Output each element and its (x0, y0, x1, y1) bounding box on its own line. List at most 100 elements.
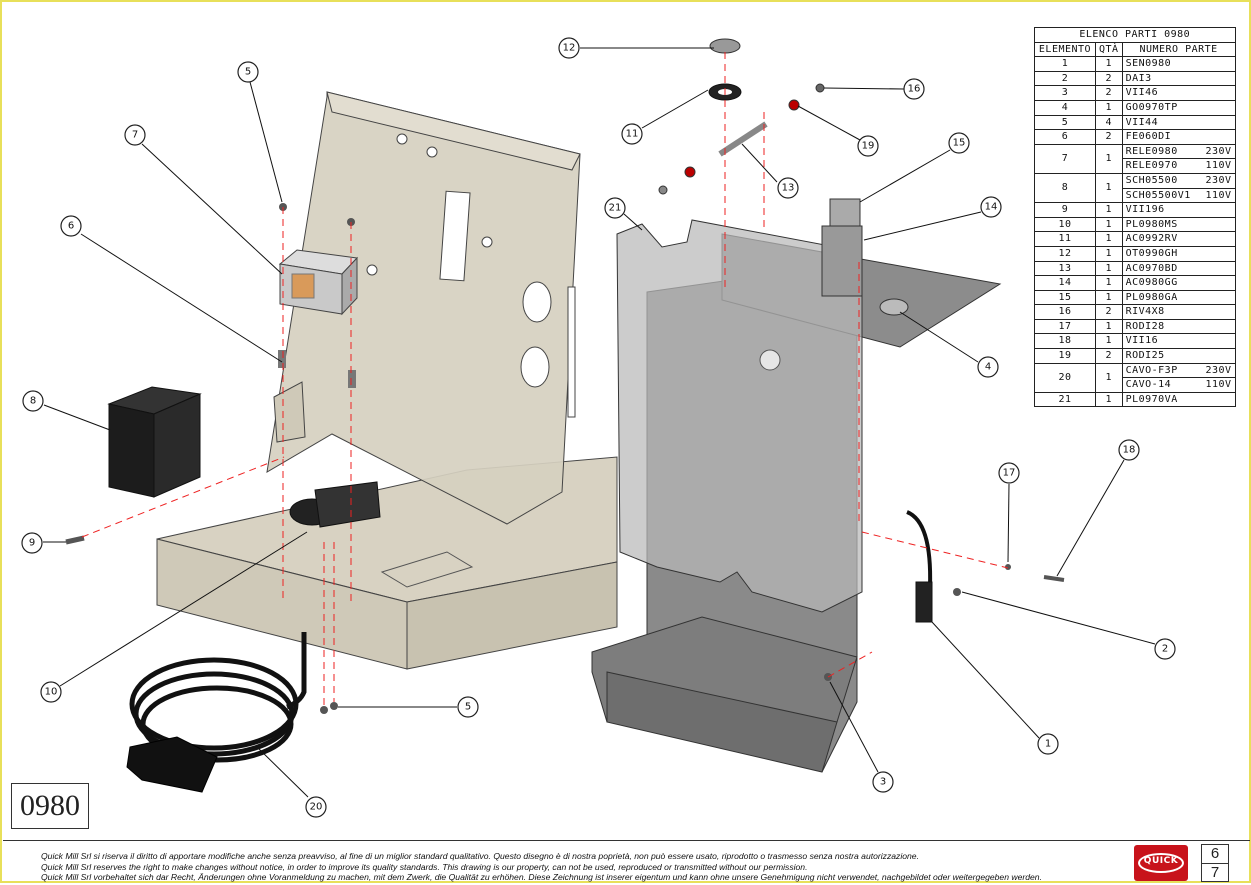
cell-qty: 1 (1095, 56, 1123, 72)
part-voltage: 230V (1205, 145, 1232, 157)
cell-element: 6 (1034, 129, 1096, 145)
cell-qty: 2 (1095, 348, 1123, 364)
assembly-axes (81, 52, 1009, 707)
cell-part-number: RODI25 (1121, 348, 1236, 364)
part-code: AC0970BD (1125, 262, 1178, 274)
balloon: 3 (872, 771, 894, 793)
balloon: 13 (777, 177, 799, 199)
balloon: 8 (22, 390, 44, 412)
svg-text:5: 5 (245, 67, 251, 78)
leader-lines (43, 47, 1156, 798)
cell-part-number: RODI28 (1121, 318, 1236, 335)
cell-qty: 4 (1095, 114, 1123, 131)
svg-text:10: 10 (45, 687, 58, 698)
svg-text:12: 12 (563, 43, 576, 54)
balloon: 12 (558, 37, 580, 59)
svg-text:3: 3 (880, 777, 886, 788)
cell-element: 3 (1034, 85, 1096, 101)
svg-text:8: 8 (30, 396, 36, 407)
pressure-switch (107, 386, 202, 498)
cell-qty: 2 (1095, 304, 1123, 320)
cell-qty: 1 (1095, 231, 1123, 247)
balloon: 9 (21, 532, 43, 554)
svg-text:17: 17 (1003, 468, 1016, 479)
part-code: AC0980GG (1125, 277, 1178, 289)
part-code: RODI28 (1125, 320, 1165, 332)
balloon: 11 (621, 123, 643, 145)
part-code: PL0980GA (1125, 291, 1178, 303)
balloon: 14 (980, 196, 1002, 218)
part-voltage: 110V (1205, 189, 1232, 201)
cell-part-number: AC0970BD (1121, 260, 1236, 277)
cell-part-number: VII16 (1121, 333, 1236, 350)
cell-qty: 1 (1095, 391, 1123, 408)
title-block-footer: Quick Mill Srl si riserva il diritto di … (3, 840, 1250, 884)
balloon: 18 (1118, 439, 1140, 461)
disclaimer-italian: Quick Mill Srl si riserva il diritto di … (41, 851, 919, 861)
balloon: 20 (305, 796, 327, 818)
header-qty: QTÀ (1095, 41, 1123, 58)
parts-list-table: ELENCO PARTI 0980 ELEMENTO QTÀ NUMERO PA… (1034, 27, 1236, 408)
svg-text:14: 14 (985, 202, 998, 213)
drawing-number: 0980 (11, 783, 89, 829)
cell-qty: 1 (1095, 245, 1123, 262)
part-code: RELE0970 (1125, 160, 1178, 172)
part-voltage: 230V (1205, 364, 1232, 376)
cell-qty: 2 (1095, 85, 1123, 101)
parts-list-title: ELENCO PARTI 0980 (1034, 27, 1236, 43)
screw-18 (1043, 575, 1065, 582)
part-code: GO0970TP (1125, 101, 1178, 113)
svg-text:13: 13 (782, 183, 795, 194)
balloon: 10 (40, 681, 62, 703)
part-code: PL0980MS (1125, 218, 1178, 230)
part-code: OT0990GH (1125, 247, 1178, 259)
cell-qty: 1 (1095, 275, 1123, 291)
cell-qty: 1 (1095, 333, 1123, 350)
part-voltage: 110V (1205, 379, 1232, 391)
cell-element: 17 (1034, 318, 1096, 335)
part-code: DAI3 (1125, 72, 1152, 84)
cell-element: 15 (1034, 289, 1096, 306)
sheet-number-box: 6 7 (1201, 844, 1229, 882)
top-fittings (658, 38, 825, 195)
cell-part-number: AC0992RV (1121, 231, 1236, 247)
terminal-block (289, 481, 381, 528)
cell-part-number: CAVO-14 110V (1121, 377, 1236, 393)
grommet (879, 298, 909, 316)
part-voltage: 110V (1205, 160, 1232, 172)
power-cable (126, 632, 307, 793)
washer-17 (1005, 564, 1011, 570)
quick-mill-logo: QUICK (1134, 845, 1188, 881)
balloon: 4 (977, 356, 999, 378)
level-probe (821, 198, 863, 297)
sheet-current: 6 (1210, 845, 1220, 862)
part-code: VII16 (1125, 335, 1159, 347)
cell-element: 20 (1034, 362, 1096, 393)
cell-qty: 2 (1095, 129, 1123, 145)
cell-part-number: AC0980GG (1121, 275, 1236, 291)
balloon: 15 (948, 132, 970, 154)
balloon: 5 (457, 696, 479, 718)
part-code: CAVO-14 (1125, 379, 1172, 391)
sensor-body (915, 581, 933, 623)
cell-part-number: SCH05500V1 110V (1121, 187, 1236, 204)
standoff-6 (278, 350, 286, 368)
relay-block (278, 249, 359, 316)
balloon: 19 (857, 135, 879, 157)
part-code: SCH05500V1 (1125, 189, 1191, 201)
cell-element: 21 (1034, 391, 1096, 408)
svg-text:11: 11 (626, 129, 639, 140)
svg-text:18: 18 (1123, 445, 1136, 456)
disclaimer: Quick Mill Srl si riserva il diritto di … (41, 851, 1131, 883)
